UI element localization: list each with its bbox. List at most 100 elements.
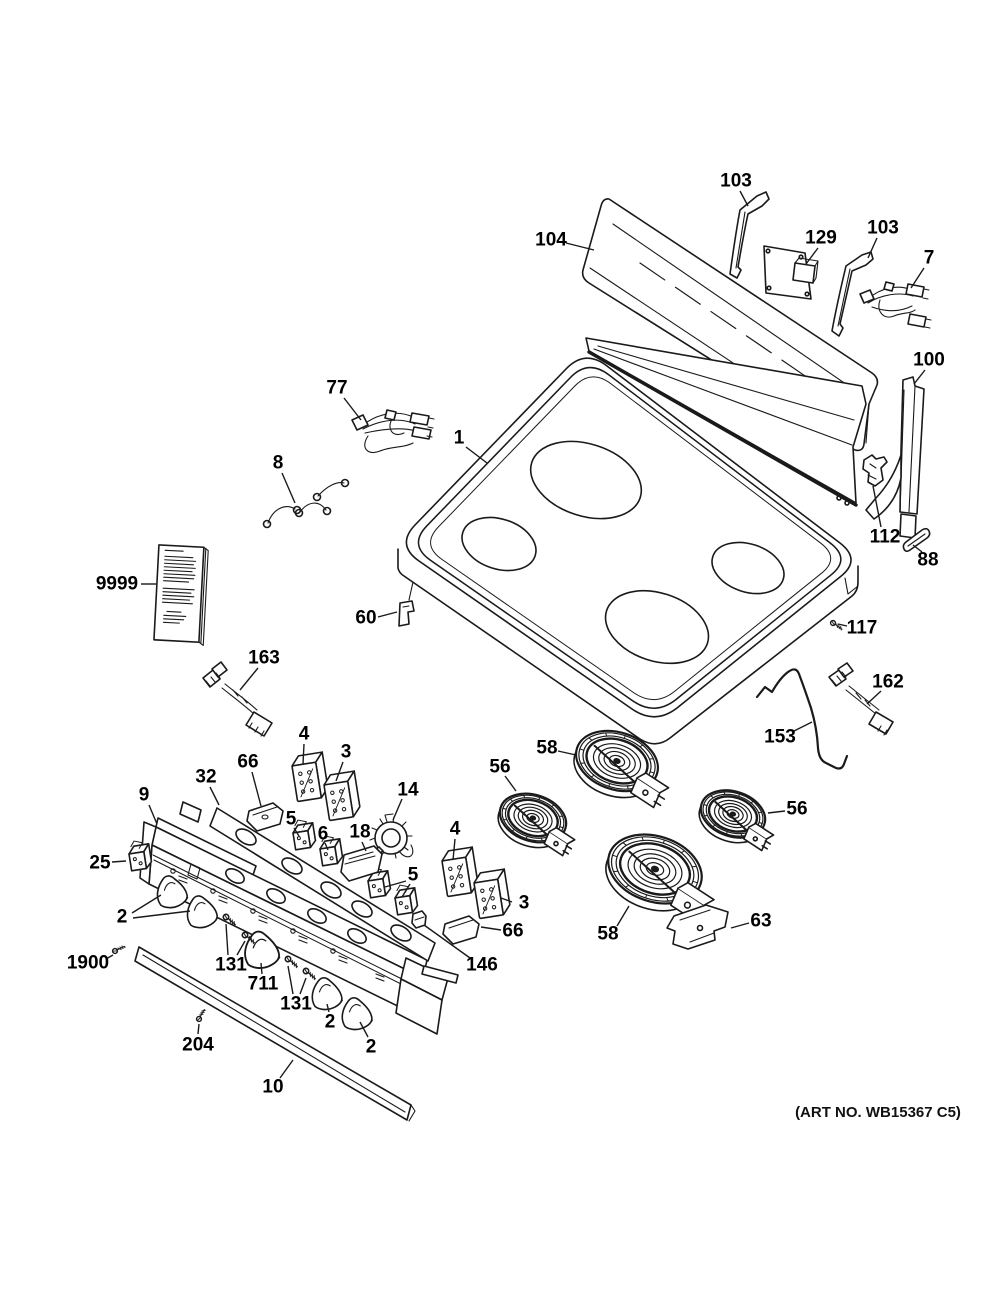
- leader-line-5: [293, 827, 300, 837]
- part-label-4: 4: [450, 819, 461, 840]
- part-side-trim-100: [865, 376, 925, 539]
- part-label-163: 163: [248, 648, 280, 669]
- part-bracket-66-right: [442, 915, 480, 945]
- leader-line-163: [239, 667, 259, 691]
- leader-line-711: [260, 962, 263, 975]
- part-bracket-112: [862, 454, 888, 487]
- leader-line-10: [279, 1059, 294, 1079]
- leader-line-1900: [105, 954, 114, 960]
- part-faceplate-32: [209, 807, 436, 962]
- part-label-112: 112: [870, 527, 901, 548]
- part-label-9999: 9999: [96, 574, 138, 595]
- part-screw-131-a: [222, 913, 236, 927]
- part-label-204: 204: [182, 1035, 214, 1056]
- leader-line-14: [392, 798, 403, 821]
- part-element-56-right: [698, 789, 775, 852]
- part-clip-60: [398, 600, 415, 627]
- part-switch-4-right: [441, 846, 479, 898]
- leader-line-3: [500, 897, 513, 903]
- part-label-1: 1: [454, 428, 465, 449]
- leader-line-66: [251, 771, 262, 807]
- part-label-3: 3: [341, 742, 352, 763]
- leader-line-129: [805, 247, 819, 265]
- part-bracket-18: [340, 845, 383, 882]
- leader-line-131: [287, 965, 294, 995]
- part-label-7: 7: [924, 248, 935, 269]
- leader-line-1: [465, 446, 488, 464]
- part-screw-1900: [111, 945, 126, 955]
- part-label-88: 88: [917, 550, 938, 571]
- leader-line-32: [209, 786, 220, 806]
- leader-line-146: [423, 924, 471, 959]
- part-switch-4-left: [291, 751, 329, 803]
- part-label-56: 56: [489, 757, 510, 778]
- part-label-14: 14: [397, 780, 419, 801]
- leader-line-66: [480, 926, 502, 931]
- part-control-panel-body: [139, 801, 459, 1035]
- part-label-146: 146: [466, 955, 498, 976]
- part-element-58-top: [573, 729, 670, 809]
- leader-line-5: [384, 880, 407, 888]
- part-label-63: 63: [750, 911, 771, 932]
- leader-line-56: [504, 775, 517, 792]
- part-label-117: 117: [847, 618, 878, 639]
- part-label-131: 131: [280, 994, 312, 1015]
- part-label-32: 32: [195, 767, 216, 788]
- part-label-100: 100: [913, 350, 945, 371]
- part-label-5: 5: [286, 809, 297, 830]
- leader-line-103: [739, 190, 749, 207]
- part-label-1900: 1900: [67, 953, 109, 974]
- part-label-8: 8: [273, 453, 284, 474]
- part-label-131: 131: [215, 955, 247, 976]
- part-label-66: 66: [237, 752, 258, 773]
- leader-line-4: [302, 743, 305, 765]
- part-label-3: 3: [519, 893, 530, 914]
- part-label-711: 711: [248, 974, 279, 995]
- part-label-58: 58: [597, 924, 618, 945]
- part-switch-25: [128, 840, 153, 872]
- leader-line-58: [616, 905, 630, 927]
- part-label-2: 2: [366, 1037, 377, 1058]
- part-harness-162: [828, 662, 894, 736]
- part-label-162: 162: [872, 672, 904, 693]
- part-label-153: 153: [764, 727, 796, 748]
- leader-line-3: [335, 761, 344, 782]
- part-label-10: 10: [262, 1077, 283, 1098]
- part-label-6: 6: [318, 824, 329, 845]
- part-switch-3-left: [323, 770, 361, 822]
- part-label-56: 56: [786, 799, 807, 820]
- leader-line-162: [866, 690, 882, 705]
- leader-line-18: [361, 841, 367, 852]
- leader-line-204: [197, 1023, 200, 1035]
- leader-line-4: [452, 838, 456, 861]
- leader-line-25: [111, 860, 127, 863]
- leader-line-131: [236, 940, 246, 956]
- leader-line-2: [326, 1003, 330, 1013]
- leader-line-7: [910, 267, 925, 289]
- part-switch-5-left: [292, 819, 317, 851]
- part-label-103: 103: [867, 218, 899, 239]
- part-maintop-glass: [397, 337, 867, 745]
- leader-line-58: [557, 750, 577, 756]
- leader-line-88: [912, 544, 923, 553]
- part-knob-2-b: [186, 895, 219, 929]
- leader-line-103: [867, 237, 878, 259]
- part-wires-8: [262, 478, 350, 529]
- part-switch-6: [319, 835, 344, 867]
- leader-line-2: [131, 894, 162, 914]
- leader-line-77: [343, 397, 362, 421]
- part-label-4: 4: [299, 724, 310, 745]
- leader-line-100: [913, 369, 926, 385]
- part-bracket-103-right: [831, 251, 874, 337]
- part-bracket-103-left: [729, 191, 770, 279]
- part-manual-booklet: [153, 544, 209, 646]
- part-screw-204: [195, 1008, 206, 1023]
- part-knob-2-a: [156, 875, 189, 909]
- leader-line-2: [132, 910, 191, 919]
- part-label-9: 9: [139, 785, 150, 806]
- leader-line-60: [377, 611, 398, 618]
- part-screw-131-b: [241, 931, 255, 945]
- leader-line-56: [767, 810, 786, 814]
